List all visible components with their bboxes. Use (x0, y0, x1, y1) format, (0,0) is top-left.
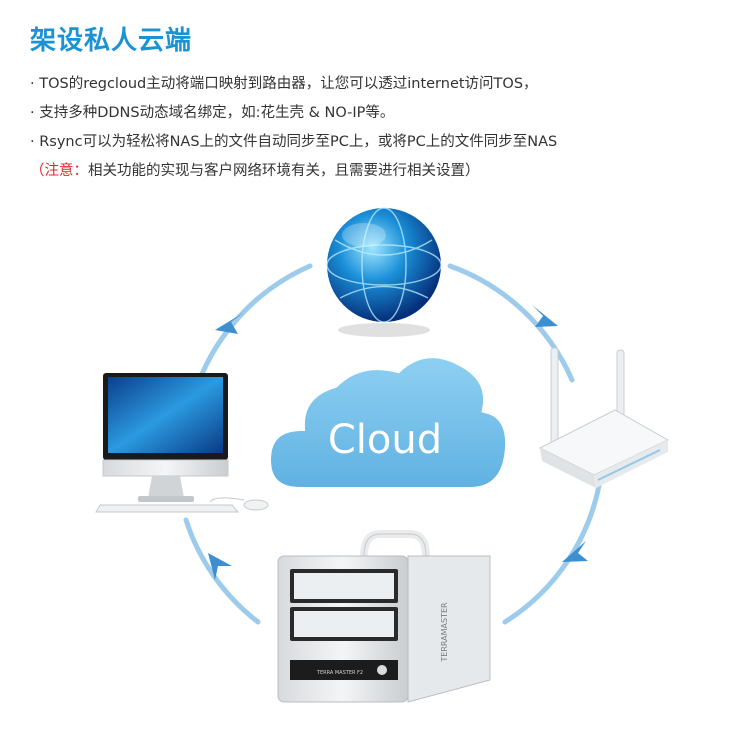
arrow-icon (562, 541, 588, 562)
nas-model-label: TERRA MASTER F2 (316, 670, 363, 676)
feature-item-rsync: · Rsync可以为轻松将NAS上的文件自动同步至PC上，或将PC上的文件同步至… (30, 134, 558, 150)
nas-icon: TERRA MASTER F2 TERRAMASTER (277, 530, 491, 703)
router-icon (538, 347, 670, 488)
note-label: （注意： (30, 163, 88, 179)
cloud-label: Cloud (328, 417, 442, 463)
feature-item-regcloud: · TOS的regcloud主动将端口映射到路由器，让您可以透过internet… (30, 76, 538, 92)
nas-brand-label: TERRAMASTER (440, 602, 449, 663)
globe-icon (326, 207, 442, 337)
arrow-icon (532, 305, 558, 327)
page-title: 架设私人云端 (30, 26, 193, 56)
arrow-icon (208, 553, 232, 580)
note-text: 相关功能的实现与客户网络环境有关，且需要进行相关设置） (88, 163, 480, 179)
computer-icon (95, 373, 269, 513)
arrow-icon (215, 313, 243, 334)
cloud-icon: Cloud (264, 352, 512, 493)
note: （注意：相关功能的实现与客户网络环境有关，且需要进行相关设置） (30, 157, 730, 186)
feature-item-ddns: · 支持多种DDNS动态域名绑定，如:花生壳 & NO-IP等。 (30, 105, 395, 121)
feature-list: · TOS的regcloud主动将端口映射到路由器，让您可以透过internet… (30, 70, 730, 186)
